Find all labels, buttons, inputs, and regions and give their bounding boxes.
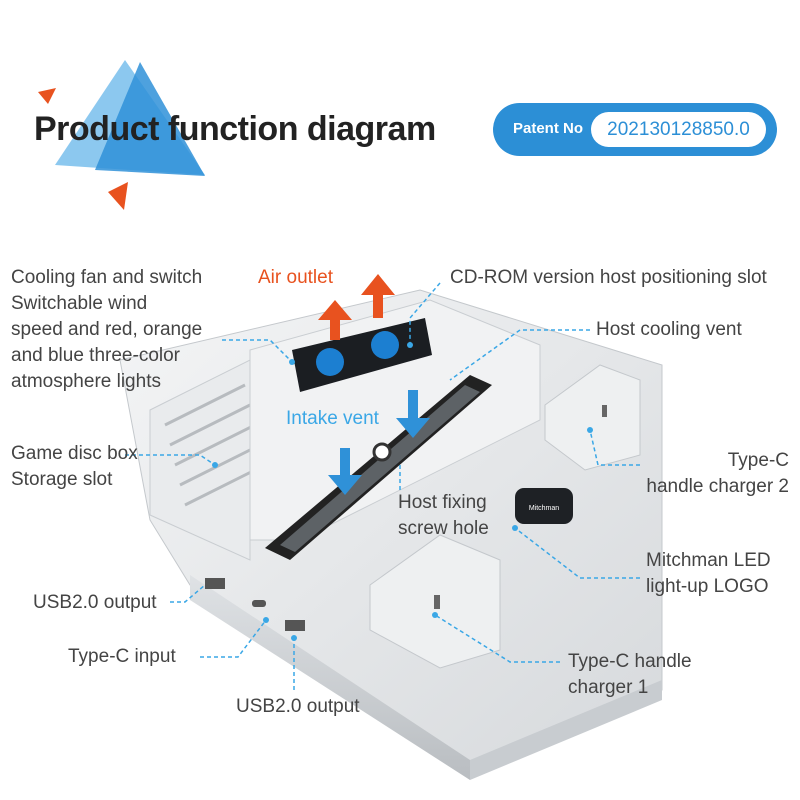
- leader-lines: [125, 282, 640, 690]
- logo-text: Mitchman: [529, 505, 559, 512]
- label-game-disc-box: Game disc box Storage slot: [11, 443, 138, 490]
- triangle-accent-large: [108, 182, 128, 210]
- label-intake-vent: Intake vent: [286, 408, 379, 429]
- label-cooling-fan: Cooling fan and switch Switchable wind s…: [11, 267, 203, 392]
- label-type-c-input: Type-C input: [68, 646, 176, 667]
- page-title: Product function diagram: [34, 110, 436, 148]
- led-logo: [515, 488, 573, 524]
- label-type-c-charger-1: Type-C handle charger 1: [568, 651, 692, 698]
- screw-hole: [372, 442, 392, 462]
- triangle-dark: [95, 62, 205, 176]
- patent-number: 202130128850.0: [591, 112, 766, 147]
- fan-light-right: [371, 331, 399, 359]
- stand-right-face: [470, 680, 662, 780]
- label-usb-output-bottom: USB2.0 output: [236, 696, 360, 717]
- label-host-fixing-screw: Host fixing screw hole: [398, 492, 489, 539]
- type-c-port: [252, 600, 266, 607]
- label-usb-output-left: USB2.0 output: [33, 592, 157, 613]
- usb-port-left: [205, 578, 225, 589]
- charger-2: [544, 364, 641, 471]
- usb-port-bottom: [285, 620, 305, 631]
- intake-arrows: [328, 390, 430, 495]
- label-air-outlet: Air outlet: [258, 267, 333, 288]
- fan-light-left: [316, 348, 344, 376]
- stand-front-face: [190, 575, 470, 780]
- intake-vent-grille: [280, 385, 480, 552]
- decorative-triangles: [38, 60, 205, 210]
- patent-label: Patent No: [513, 120, 584, 137]
- label-type-c-charger-2: Type-C handle charger 2: [646, 450, 789, 497]
- triangle-accent-small: [38, 88, 56, 104]
- label-led-logo: Mitchman LED light-up LOGO: [646, 550, 771, 597]
- patent-badge: Patent No 202130128850.0: [493, 103, 777, 156]
- air-outlet-arrows: [318, 274, 395, 340]
- label-cd-rom-slot: CD-ROM version host positioning slot: [450, 267, 767, 288]
- label-host-cooling-vent: Host cooling vent: [596, 319, 742, 340]
- disc-storage-slots: [149, 359, 266, 561]
